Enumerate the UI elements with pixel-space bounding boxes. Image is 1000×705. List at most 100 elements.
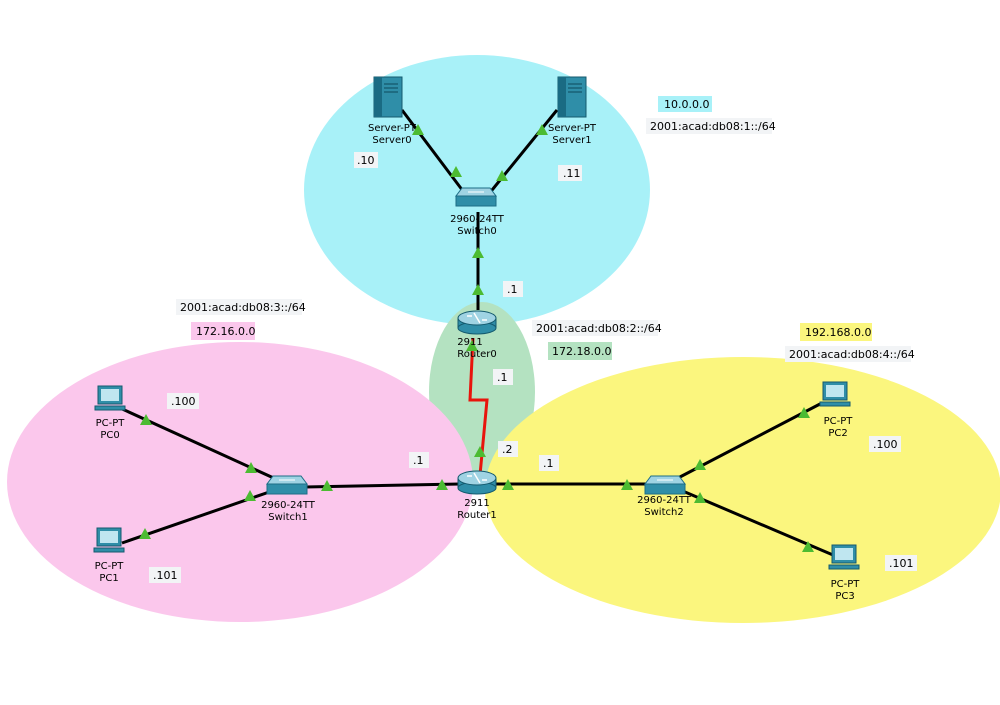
- device-name-label: Router1: [457, 510, 497, 521]
- note-bg: [558, 165, 582, 181]
- port-indicator: [474, 446, 486, 457]
- link-switch1-router1: [304, 482, 461, 489]
- note-bg: [191, 322, 255, 340]
- switch-icon: [455, 187, 497, 207]
- port-indicator: [621, 479, 633, 490]
- pc1[interactable]: PC-PT PC1: [93, 527, 125, 584]
- note-bg: [498, 441, 518, 457]
- serial-link-router0-router1: [468, 337, 489, 476]
- server1-host-note: .11: [563, 167, 581, 180]
- switch-icon: [644, 475, 686, 495]
- pc0-host-note: .100: [171, 395, 196, 408]
- device-type-label: 2960-24TT: [450, 214, 505, 225]
- server0-host-note: .10: [357, 154, 375, 167]
- port-indicator: [140, 414, 152, 425]
- device-type-label: PC-PT: [824, 416, 854, 427]
- port-indicators: [139, 124, 814, 552]
- pc-icon: [94, 385, 126, 411]
- router1-serial-note: .2: [502, 443, 513, 456]
- note-bg: [869, 436, 901, 452]
- pc-icon: [93, 527, 125, 553]
- note-bg: [354, 152, 378, 168]
- device-name-label: Router0: [457, 349, 497, 360]
- device-type-label: Server-PT: [368, 123, 417, 134]
- right-lan-zone: [485, 357, 1000, 623]
- link-server0-switch0: [400, 109, 468, 196]
- note-bg: [176, 299, 302, 315]
- device-name-label: Switch2: [644, 507, 683, 518]
- device-type-label: 2911: [464, 498, 489, 509]
- pc2-host-note: .100: [873, 438, 898, 451]
- router1[interactable]: 2911 Router1: [457, 470, 497, 521]
- port-indicator: [412, 124, 424, 135]
- switch0[interactable]: 2960-24TT Switch0: [450, 187, 505, 237]
- port-indicator: [502, 479, 514, 490]
- server-network-ipv6-note: 2001:acad:db08:1::/64: [650, 120, 776, 133]
- router-icon: [457, 470, 497, 495]
- port-indicator: [245, 462, 257, 473]
- device-type-label: Server-PT: [548, 123, 597, 134]
- router1-left-note: .1: [413, 454, 424, 467]
- port-indicator: [694, 492, 706, 503]
- left-network-ipv4-note: 172.16.0.0: [196, 325, 255, 338]
- port-indicator: [496, 170, 508, 181]
- server1[interactable]: Server-PT Server1: [548, 76, 597, 146]
- router1-right-note: .1: [543, 457, 554, 470]
- link-network-ipv6-note: 2001:acad:db08:2::/64: [536, 322, 662, 335]
- switch-icon: [266, 475, 308, 495]
- note-bg: [548, 342, 612, 360]
- device-type-label: 2911: [457, 337, 482, 348]
- pc2[interactable]: PC-PT PC2: [819, 381, 854, 439]
- right-network-ipv4-note: 192.168.0.0: [805, 326, 871, 339]
- left-network-ipv6-note: 2001:acad:db08:3::/64: [180, 301, 306, 314]
- device-type-label: PC-PT: [96, 418, 126, 429]
- note-bg: [785, 346, 911, 362]
- device-type-label: PC-PT: [831, 579, 861, 590]
- pc0[interactable]: PC-PT PC0: [94, 385, 126, 441]
- port-indicator: [536, 124, 548, 135]
- device-name-label: Server0: [372, 135, 411, 146]
- pc3[interactable]: PC-PT PC3: [828, 544, 861, 602]
- port-indicator: [450, 166, 462, 177]
- port-indicator: [472, 284, 484, 295]
- pc-icon: [819, 381, 851, 407]
- device-name-label: PC0: [100, 430, 119, 441]
- port-indicator: [244, 490, 256, 501]
- device-name-label: Switch1: [268, 512, 307, 523]
- router0-upstream-note: .1: [507, 283, 518, 296]
- port-indicator: [321, 480, 333, 491]
- note-bg: [503, 281, 523, 297]
- note-bg: [532, 320, 658, 336]
- device-name-label: Switch0: [457, 226, 496, 237]
- router0[interactable]: 2911 Router0: [457, 310, 497, 360]
- port-indicator: [694, 459, 706, 470]
- note-bg: [800, 323, 872, 341]
- device-name-label: PC1: [99, 573, 118, 584]
- device-type-label: 2960-24TT: [261, 500, 316, 511]
- device-name-label: PC3: [835, 591, 854, 602]
- device-type-label: PC-PT: [95, 561, 125, 572]
- port-indicator: [472, 247, 484, 258]
- pc3-host-note: .101: [889, 557, 914, 570]
- note-bg: [149, 567, 181, 583]
- note-bg: [646, 118, 772, 134]
- note-bg: [885, 555, 917, 571]
- server-icon: [557, 76, 587, 118]
- note-bg: [539, 455, 559, 471]
- router0-serial-note: .1: [497, 371, 508, 384]
- server0[interactable]: Server-PT Server0: [368, 76, 417, 146]
- switch2[interactable]: 2960-24TT Switch2: [637, 475, 692, 518]
- link-network-ipv4-note: 172.18.0.0: [552, 345, 611, 358]
- server-network-ipv4-note: 10.0.0.0: [664, 98, 709, 111]
- router-icon: [457, 310, 497, 335]
- pc1-host-note: .101: [153, 569, 178, 582]
- port-indicator: [436, 479, 448, 490]
- port-indicator: [802, 541, 814, 552]
- port-indicator: [798, 407, 810, 418]
- note-bg: [493, 369, 513, 385]
- device-name-label: PC2: [828, 428, 847, 439]
- port-indicator: [466, 340, 478, 351]
- switch1[interactable]: 2960-24TT Switch1: [261, 475, 316, 523]
- note-bg: [409, 452, 429, 468]
